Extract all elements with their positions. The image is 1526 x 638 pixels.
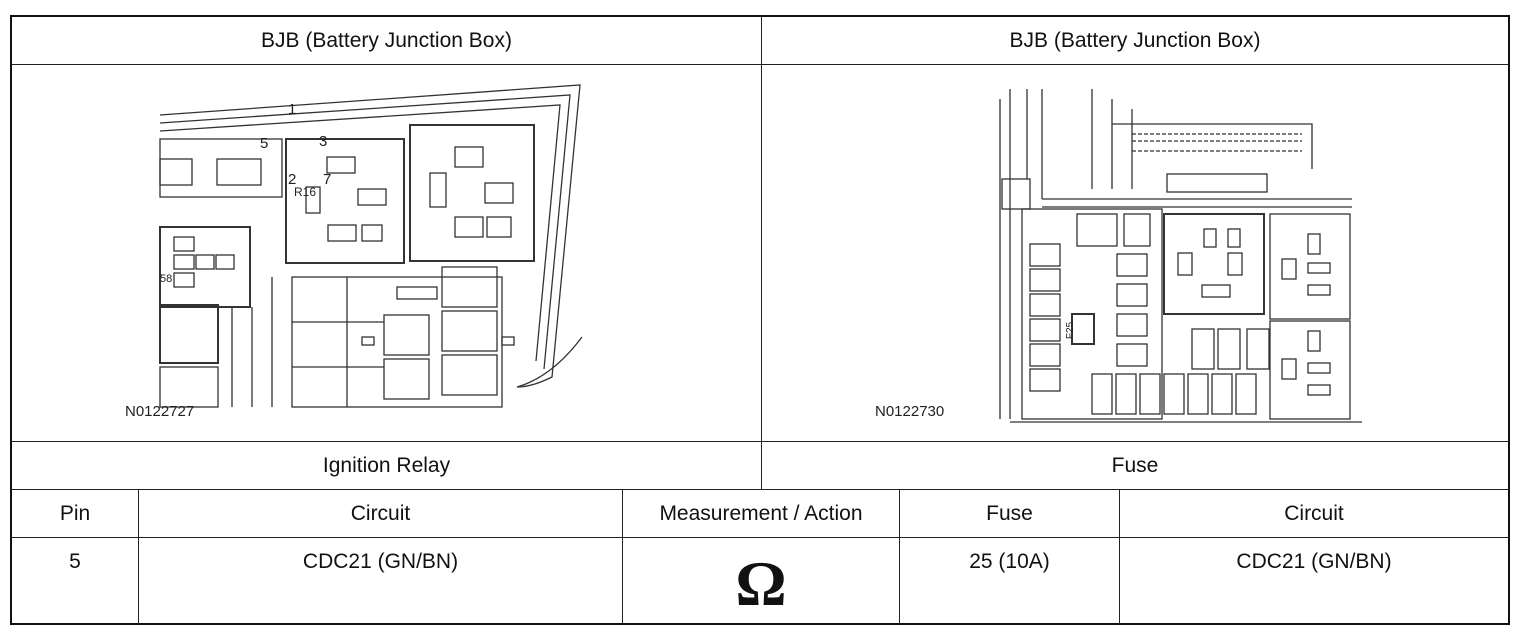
divider	[761, 17, 762, 489]
relay-pin-3-label: 3	[319, 133, 328, 150]
divider	[138, 489, 139, 624]
left-diagram-code: N0122727	[125, 403, 195, 420]
col-header-circuit-left: Circuit	[350, 501, 411, 525]
right-header: BJB (Battery Junction Box)	[1009, 28, 1261, 52]
relay-pin-1-label: 1	[288, 101, 297, 118]
measurement-cell: Ω	[623, 538, 899, 624]
relay-id-label: R16	[294, 185, 317, 199]
divider	[12, 441, 1508, 442]
left-header: BJB (Battery Junction Box)	[261, 28, 512, 52]
col-header-fuse: Fuse	[986, 501, 1033, 525]
fuse-id-label: F25	[1065, 321, 1077, 340]
fuse-location-diagram	[999, 89, 1362, 423]
divider	[1119, 489, 1120, 624]
divider	[899, 489, 900, 624]
connector-test-table: BJB (Battery Junction Box) BJB (Battery …	[10, 15, 1510, 625]
pin-value: 5	[69, 550, 81, 573]
col-header-pin: Pin	[59, 501, 91, 525]
col-header-circuit-right: Circuit	[1284, 501, 1344, 525]
ohm-icon: Ω	[735, 548, 787, 619]
col-header-measurement: Measurement / Action	[659, 501, 863, 525]
circuit-left-value: CDC21 (GN/BN)	[302, 550, 459, 573]
fuse-section-label: Fuse	[1111, 453, 1159, 477]
divider	[12, 64, 1508, 65]
relay-pin-7-label: 7	[323, 171, 332, 188]
ignition-relay-location-diagram	[159, 84, 583, 408]
divider	[12, 537, 1508, 538]
right-diagram-code: N0122730	[875, 403, 945, 420]
relay-pin-5-label: 5	[260, 135, 269, 152]
fuse-value: 25 (10A)	[969, 550, 1050, 573]
side-id-label: 58	[160, 273, 173, 285]
relay-pin-2-label: 2	[288, 171, 297, 188]
divider	[12, 489, 1508, 490]
ignition-relay-section-label: Ignition Relay	[322, 453, 451, 477]
divider	[622, 489, 623, 624]
circuit-right-value: CDC21 (GN/BN)	[1236, 550, 1392, 573]
